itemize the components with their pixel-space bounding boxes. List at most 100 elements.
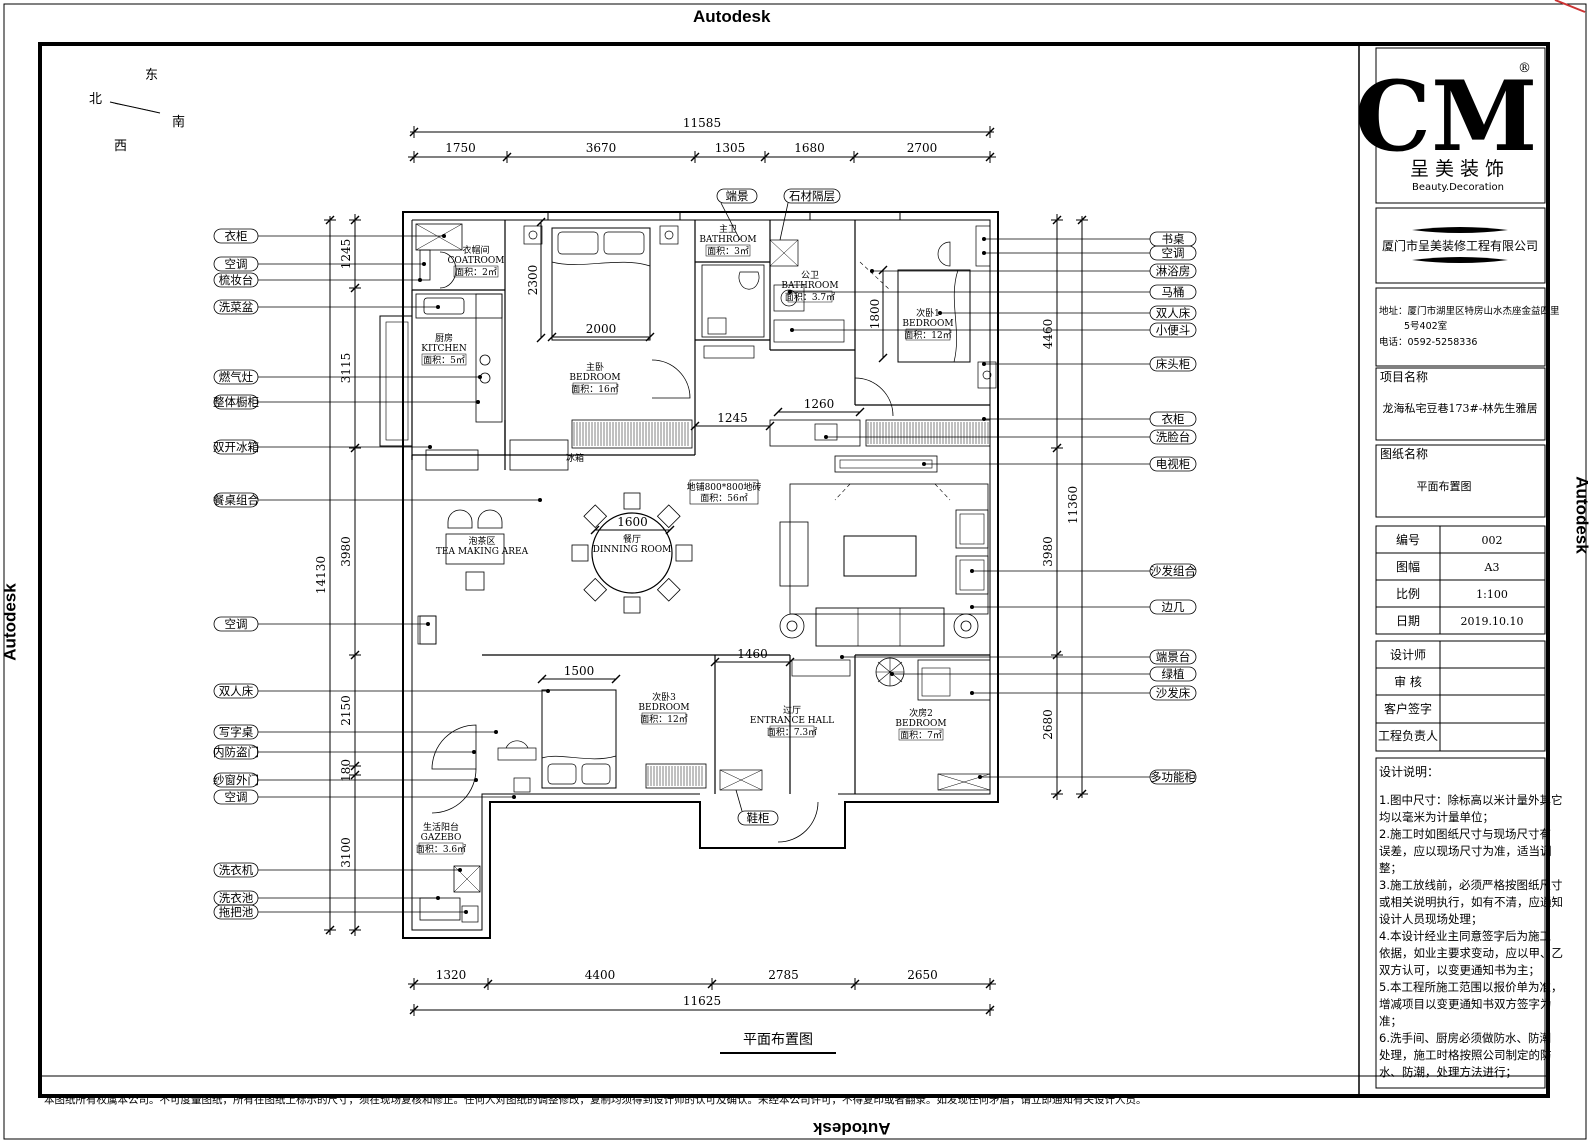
callout-right-14: 沙发床 (1156, 686, 1191, 700)
callout-left-8: 空调 (225, 617, 248, 631)
callout-box-bottom (737, 810, 779, 826)
room-name-en: BATHROOM (781, 281, 838, 291)
room-name-en: BEDROOM (569, 373, 620, 383)
notes-line: 设计人员现场处理； (1379, 912, 1483, 926)
room-name: 次卧1 (916, 307, 940, 319)
callout-labels: 衣柜空调梳妆台洗菜盆燃气灶整体橱柜双开冰箱餐桌组合空调双人床写字桌内防盗门纱窗外… (213, 189, 1196, 919)
info-value: 2019.10.10 (1461, 615, 1524, 628)
callout-dot (442, 234, 446, 238)
callout-right-4: 双人床 (1156, 306, 1191, 320)
dimension-label: 1260 (804, 397, 835, 411)
callout-left-11: 内防盗门 (213, 745, 259, 759)
dimension-label: 2785 (768, 968, 799, 982)
notes-line: 增减项目以变更通知书双方签字为 (1379, 997, 1552, 1011)
notes-line: 3.施工放线前，必须严格按图纸尺寸 (1379, 878, 1562, 892)
plan-title: 平面布置图 (743, 1032, 813, 1048)
callout-dot (422, 262, 426, 266)
watermark-top: Autodesk (693, 7, 771, 26)
dimension-label: 3980 (339, 536, 353, 567)
callout-right-5: 小便斗 (1156, 323, 1191, 337)
title-block (1375, 47, 1546, 1089)
callout-left-15: 洗衣池 (219, 891, 254, 905)
callout-dot (938, 311, 942, 315)
dimension-label: 1245 (717, 411, 748, 425)
notes-line: 均以毫米为计量单位； (1379, 810, 1494, 824)
callout-bottom-0: 鞋柜 (747, 811, 770, 825)
brand-cn: 呈美装饰 (1410, 158, 1510, 180)
compass: 北 东 南 西 (89, 68, 185, 154)
drawing-value: 平面布置图 (1417, 480, 1472, 493)
dimension-label: 11585 (683, 116, 721, 130)
drawing-label: 图纸名称 (1380, 446, 1428, 461)
callout-left-12: 纱窗外门 (213, 773, 259, 787)
notes-line: 依据，如业主要求变动，应以甲、乙 (1379, 946, 1563, 960)
callout-dot (474, 778, 478, 782)
callout-dot (464, 910, 468, 914)
callout-dot (426, 622, 430, 626)
room-area-box (641, 712, 687, 725)
dimension-label: 1800 (868, 299, 882, 330)
callout-dot (790, 328, 794, 332)
room-area-box (418, 842, 464, 855)
dining-chair (656, 504, 681, 529)
room-name-en: BEDROOM (902, 319, 953, 329)
sign-label: 设计师 (1390, 648, 1426, 662)
company-address-1: 地址：厦门市湖里区特房山水杰座金益四里 (1379, 305, 1560, 317)
callout-leader (720, 202, 741, 241)
callout-dot (840, 655, 844, 659)
sign-label: 审 核 (1394, 674, 1422, 689)
dimension-label: 2680 (1041, 709, 1055, 740)
callout-dot (428, 445, 432, 449)
sign-label: 工程负责人 (1378, 728, 1438, 743)
notes-line: 准； (1379, 1014, 1402, 1028)
callout-dot (512, 795, 516, 799)
room-area: 面积：5㎡ (423, 354, 465, 366)
notes-line: 误差，应以现场尺寸为准，适当调 (1379, 844, 1552, 858)
room-name: 生活阳台 (423, 821, 459, 833)
callout-box-top (716, 188, 758, 204)
company-address-2: 5号402室 (1404, 320, 1447, 332)
company-logo: CM ® 呈美装饰 Beauty.Decoration (1355, 60, 1538, 193)
callout-right-3: 马桶 (1162, 285, 1185, 299)
callout-left-16: 拖把池 (219, 905, 254, 919)
sign-label: 客户签字 (1384, 701, 1432, 716)
callout-left-0: 衣柜 (225, 229, 248, 243)
room-name-en: BEDROOM (895, 719, 946, 729)
callout-dot (436, 896, 440, 900)
room-name-en: DINNING ROOM (593, 545, 672, 555)
notes-line: 或相关说明执行，如有不清，应通知 (1379, 895, 1563, 909)
dimension-label: 2650 (907, 968, 938, 982)
callout-dot (478, 375, 482, 379)
dining-chair (656, 577, 681, 602)
notes-line: 1.图中尺寸：除标高以米计量外其它 (1379, 793, 1562, 807)
info-label: 图幅 (1396, 559, 1420, 574)
callout-box-top (783, 188, 841, 204)
dimension-label: 2000 (586, 322, 617, 336)
callout-left-7: 餐桌组合 (213, 493, 259, 507)
floor-area-note: 面积：56㎡ (700, 492, 747, 504)
compass-west: 西 (114, 139, 127, 154)
callout-left-10: 写字桌 (219, 725, 254, 739)
room-area-box (769, 725, 815, 738)
callout-top-1: 石材隔层 (789, 189, 835, 203)
dimension-label: 4400 (585, 968, 616, 982)
callout-dot (970, 605, 974, 609)
dimension-label: 3670 (586, 141, 617, 155)
dimension-label: 11360 (1066, 486, 1080, 524)
callout-right-13: 绿植 (1162, 667, 1185, 681)
callout-dot (982, 362, 986, 366)
dining-chair (623, 492, 641, 510)
callout-left-2: 梳妆台 (219, 273, 254, 287)
notes-line: 4.本设计经业主同意签字后为施工 (1379, 929, 1551, 943)
room-name-en: TEA MAKING AREA (436, 547, 529, 557)
dimension-label: 14130 (314, 556, 328, 594)
company-phone: 电话：0592-5258336 (1379, 336, 1477, 348)
callout-right-9: 电视柜 (1156, 457, 1191, 471)
info-label: 日期 (1396, 614, 1420, 628)
brand-en: Beauty.Decoration (1412, 182, 1504, 193)
info-value: 1:100 (1476, 588, 1508, 601)
room-area-box (898, 728, 944, 741)
callout-right-1: 空调 (1162, 246, 1185, 260)
dimension-label: 3100 (339, 837, 353, 868)
